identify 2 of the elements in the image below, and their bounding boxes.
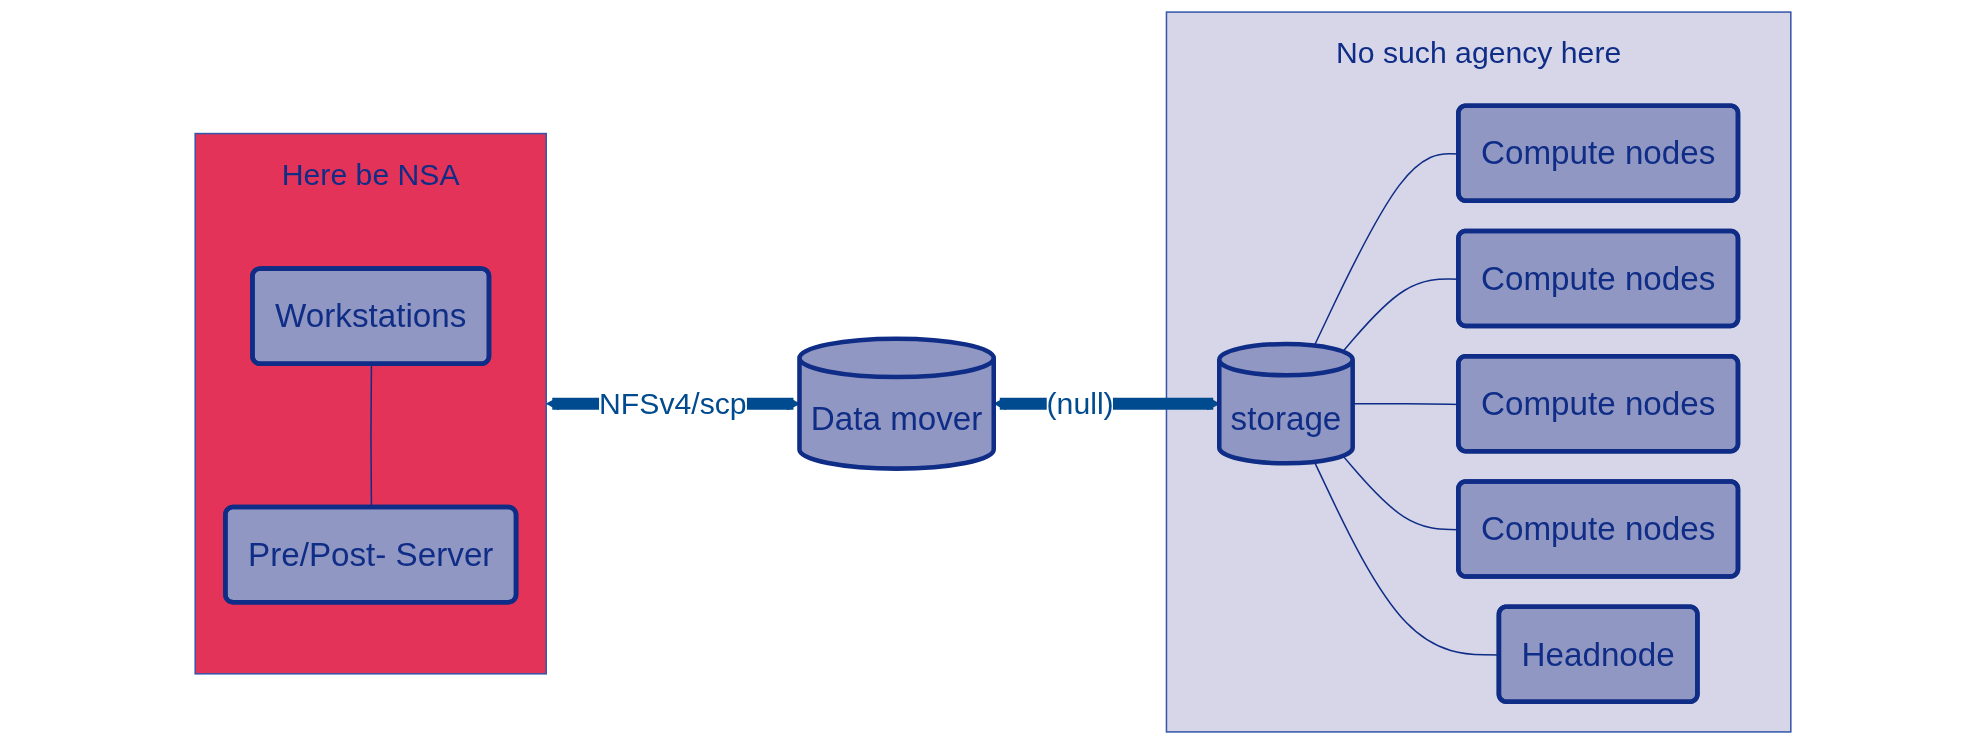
- edge-label: (null): [1046, 387, 1114, 421]
- edge-label: NFSv4/scp: [599, 387, 747, 421]
